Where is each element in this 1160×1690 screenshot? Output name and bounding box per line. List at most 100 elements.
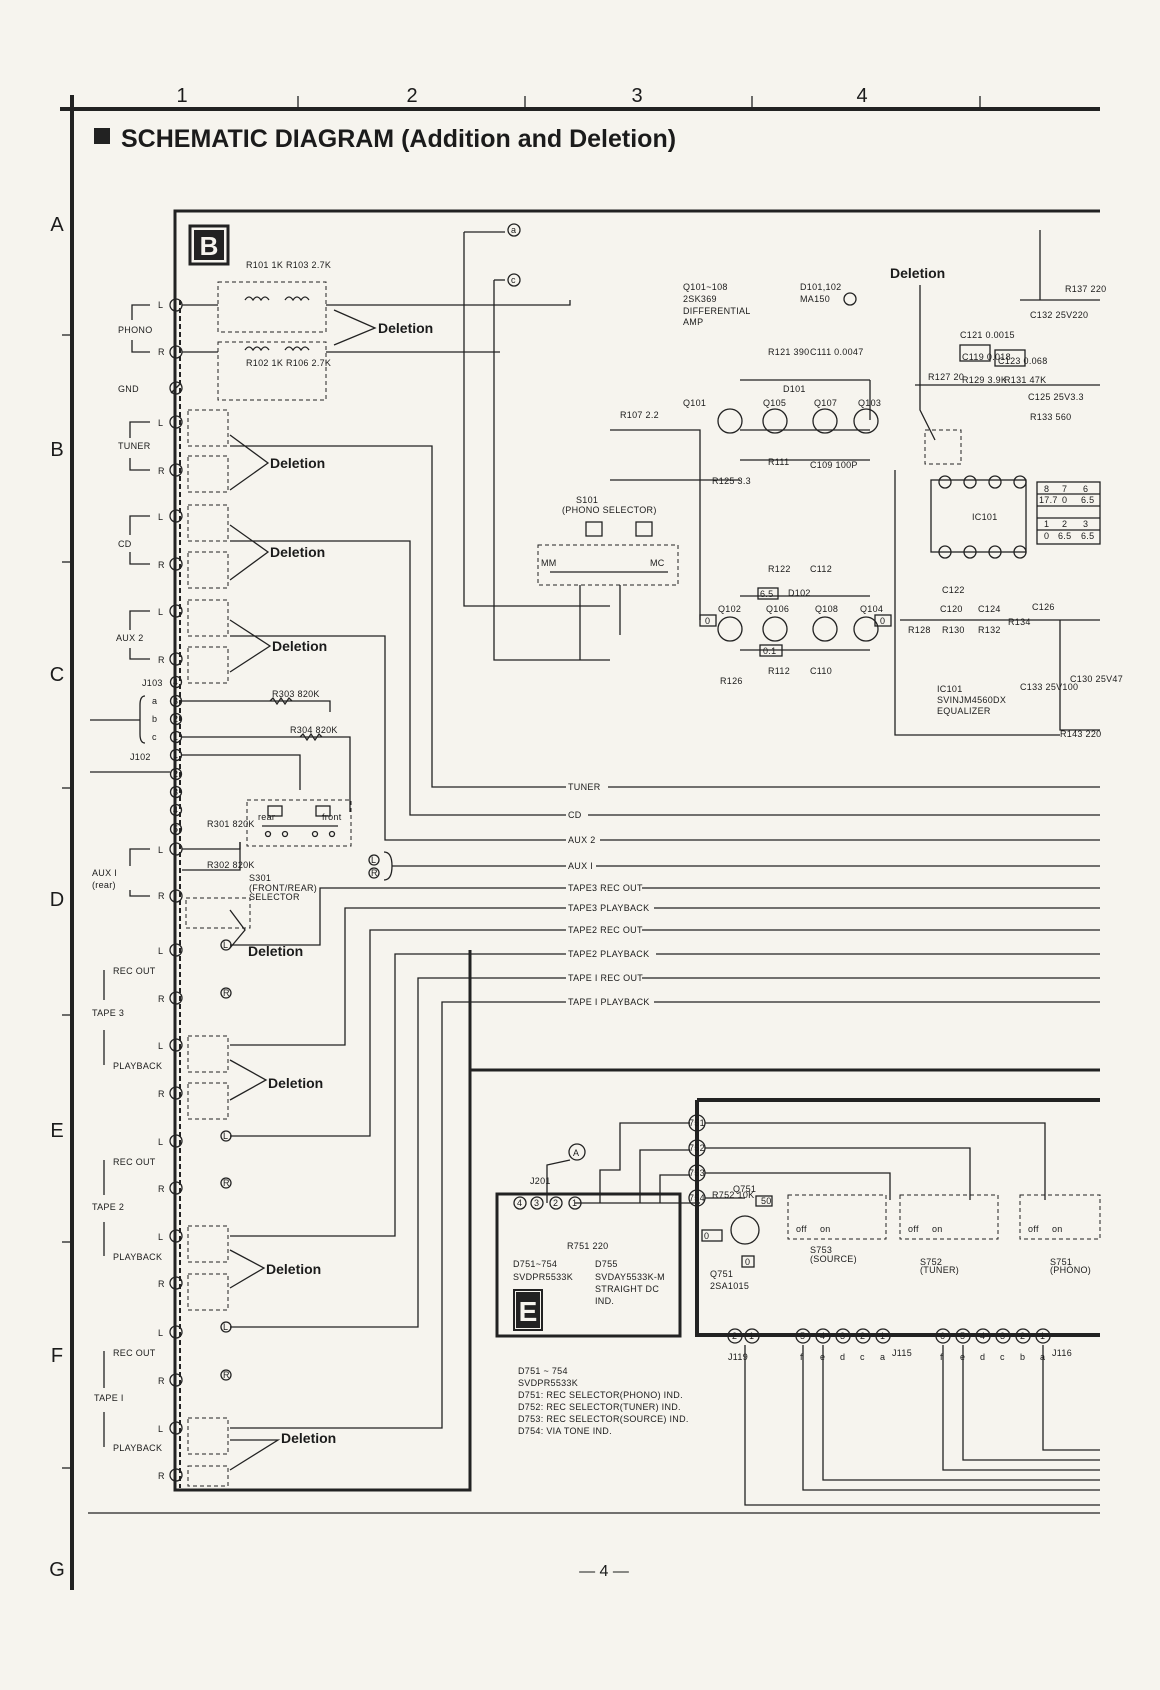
svg-text:1: 1 (880, 1331, 885, 1341)
svg-text:2SA1015: 2SA1015 (710, 1281, 749, 1291)
svg-text:2: 2 (860, 1331, 865, 1341)
svg-text:S752: S752 (920, 1257, 942, 1267)
j102-connector: J102 1 2 3 4 5 R303 820K R304 820K (90, 689, 351, 836)
svg-text:R: R (371, 868, 378, 878)
svg-text:C125 25V3.3: C125 25V3.3 (1028, 392, 1084, 402)
svg-text:3: 3 (840, 1331, 845, 1341)
title-bullet (94, 128, 110, 144)
channel-l: L (158, 300, 163, 310)
svg-text:C112: C112 (810, 564, 832, 574)
svg-text:SVDPR5533K: SVDPR5533K (513, 1272, 573, 1282)
svg-text:(PHONO): (PHONO) (1050, 1265, 1091, 1275)
svg-text:SELECTOR: SELECTOR (249, 892, 300, 902)
column-number: 4 (856, 85, 867, 107)
svg-text:3: 3 (534, 1198, 539, 1208)
svg-text:STRAIGHT DC: STRAIGHT DC (595, 1284, 659, 1294)
svg-text:off: off (1028, 1224, 1039, 1234)
svg-text:MM: MM (541, 558, 557, 568)
svg-text:5: 5 (800, 1331, 805, 1341)
svg-text:R131 47K: R131 47K (1004, 375, 1046, 385)
svg-text:50: 50 (761, 1196, 772, 1206)
svg-text:J103: J103 (142, 678, 163, 688)
bus-label: TAPE2 REC OUT (568, 925, 643, 935)
svg-text:C109 100P: C109 100P (810, 460, 858, 470)
deletion-label: Deletion (890, 265, 945, 281)
svg-text:L: L (223, 940, 228, 950)
svg-text:off: off (908, 1224, 919, 1234)
svg-text:1: 1 (1044, 519, 1049, 529)
svg-text:L: L (158, 418, 163, 428)
row-letter: F (51, 1345, 63, 1367)
svg-text:D755: D755 (595, 1259, 618, 1269)
svg-text:R: R (158, 560, 165, 570)
svg-text:C130 25V47: C130 25V47 (1070, 674, 1123, 684)
svg-text:5: 5 (960, 1331, 965, 1341)
svg-text:MC: MC (650, 558, 665, 568)
svg-text:R112: R112 (768, 666, 790, 676)
deletion-label: Deletion (272, 638, 327, 654)
svg-text:2SK369: 2SK369 (683, 294, 717, 304)
svg-text:C124: C124 (978, 604, 1001, 614)
tape2-label: TAPE 2 (92, 1202, 124, 1212)
svg-text:L: L (158, 946, 163, 956)
bus-label: TAPE3 PLAYBACK (568, 903, 649, 913)
svg-text:0: 0 (1062, 495, 1067, 505)
svg-text:R111: R111 (768, 457, 789, 467)
svg-text:2: 2 (173, 714, 178, 724)
svg-text:751: 751 (689, 1118, 705, 1128)
svg-text:0: 0 (1044, 531, 1049, 541)
tuner-label: TUNER (118, 441, 151, 451)
svg-text:R107 2.2: R107 2.2 (620, 410, 659, 420)
svg-text:IC101: IC101 (937, 684, 963, 694)
svg-text:L: L (158, 1041, 163, 1051)
bus-label: CD (568, 810, 582, 820)
row-letter: C (50, 664, 64, 686)
svg-text:off: off (796, 1224, 807, 1234)
svg-text:L: L (158, 845, 163, 855)
column-number: 3 (631, 85, 642, 107)
svg-text:R121 390: R121 390 (768, 347, 809, 357)
s301-selector: rear front S301 (FRONT/REAR) SELECTOR R3… (182, 799, 393, 929)
svg-text:C120: C120 (940, 604, 963, 614)
phono-label: PHONO (118, 325, 153, 335)
deletion-label: Deletion (248, 943, 303, 959)
row-letter: A (50, 214, 64, 236)
svg-text:DIFFERENTIAL: DIFFERENTIAL (683, 306, 751, 316)
svg-text:MA150: MA150 (800, 294, 830, 304)
svg-text:R101 1K: R101 1K (246, 260, 283, 270)
svg-text:0: 0 (745, 1257, 750, 1267)
svg-text:L: L (158, 512, 163, 522)
svg-text:752: 752 (689, 1143, 705, 1153)
svg-text:SVDAY5533K-M: SVDAY5533K-M (595, 1272, 665, 1282)
svg-text:J116: J116 (1052, 1348, 1072, 1358)
svg-text:d: d (980, 1352, 985, 1362)
svg-text:2: 2 (173, 769, 178, 779)
deletion-label: Deletion (281, 1430, 336, 1446)
svg-text:a: a (152, 696, 157, 706)
block-b: B (173, 209, 1100, 1492)
svg-text:c: c (860, 1352, 865, 1362)
aux2-label: AUX 2 (116, 633, 144, 643)
svg-text:R130: R130 (942, 625, 965, 635)
row-ruler: A B C D E F G (49, 95, 74, 1590)
svg-text:D753: REC SELECTOR(SOURCE) IND: D753: REC SELECTOR(SOURCE) IND. (518, 1414, 689, 1424)
bus-label: TAPE I REC OUT (568, 973, 643, 983)
channel-r: R (158, 347, 165, 357)
svg-text:6.5: 6.5 (1081, 495, 1094, 505)
column-ruler: 1 2 3 4 (60, 85, 1100, 111)
svg-text:Q101: Q101 (683, 398, 706, 408)
svg-text:6: 6 (1083, 484, 1088, 494)
svg-text:753: 753 (689, 1168, 705, 1178)
svg-text:C126: C126 (1032, 602, 1055, 612)
channel-markers: L R L R L R (220, 939, 232, 1381)
svg-text:R: R (158, 1376, 165, 1386)
svg-text:R: R (158, 994, 165, 1004)
svg-text:R126: R126 (720, 676, 743, 686)
svg-text:f: f (940, 1352, 943, 1362)
svg-text:R302 820K: R302 820K (207, 860, 255, 870)
bus-label: AUX I (568, 861, 593, 871)
deletion-label: Deletion (268, 1075, 323, 1091)
tape3-playback: PLAYBACK (113, 1061, 162, 1071)
svg-text:on: on (820, 1224, 831, 1234)
svg-text:L: L (371, 855, 376, 865)
